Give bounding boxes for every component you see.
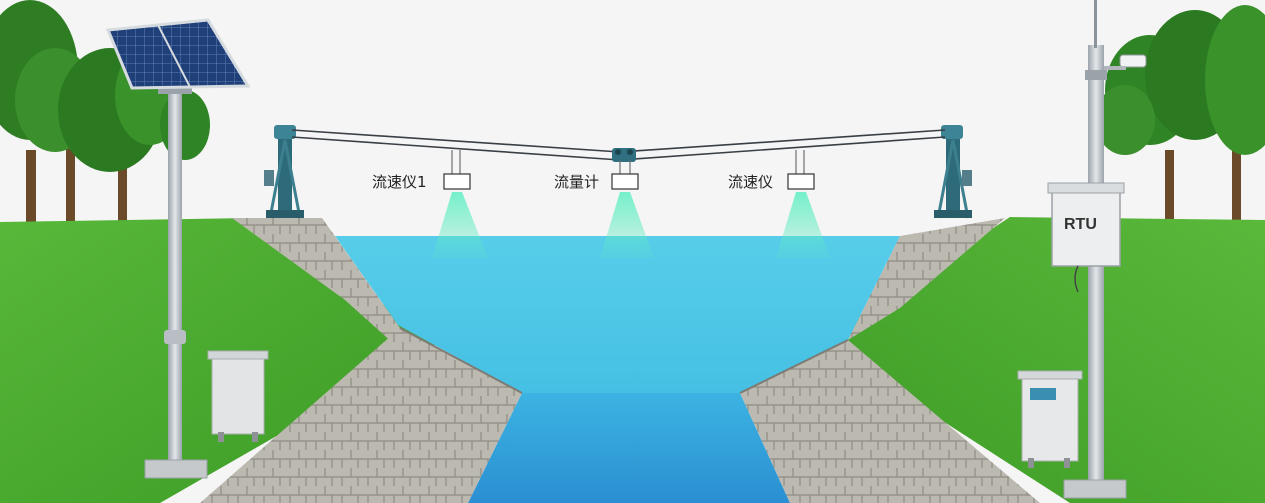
rtu-label: RTU — [1064, 216, 1097, 233]
stone-wall-right-lower — [740, 340, 1040, 503]
sensor-beam-right — [776, 192, 830, 258]
equipment-cabinet-left — [207, 350, 269, 442]
solar-panel-icon — [105, 18, 251, 90]
sensor-beam-left — [432, 192, 488, 258]
sensor-box-right — [787, 173, 815, 190]
stone-wall-left-lower — [200, 328, 522, 503]
sensor-label-center: 流量计 — [554, 173, 600, 191]
water-upper — [335, 236, 900, 393]
sensor-label-left: 流速仪1 — [372, 173, 427, 191]
cable-tower-left — [264, 125, 304, 219]
water-lower — [468, 393, 790, 503]
solar-pole — [144, 86, 208, 479]
sensor-box-center — [611, 173, 639, 190]
cable-tower-right — [934, 125, 972, 219]
camera-icon — [1104, 54, 1147, 70]
equipment-cabinet-right — [1017, 370, 1083, 468]
rtu-box — [1047, 182, 1125, 293]
grass-bank-right — [820, 217, 1265, 503]
stone-wall-right-upper — [848, 218, 1005, 340]
sensor-box-left — [443, 173, 471, 190]
sensor-beam-center — [600, 192, 654, 258]
cable-trolley-icon — [612, 148, 636, 162]
stone-wall-left-upper — [232, 218, 420, 345]
sensor-label-right: 流速仪 — [728, 173, 774, 191]
